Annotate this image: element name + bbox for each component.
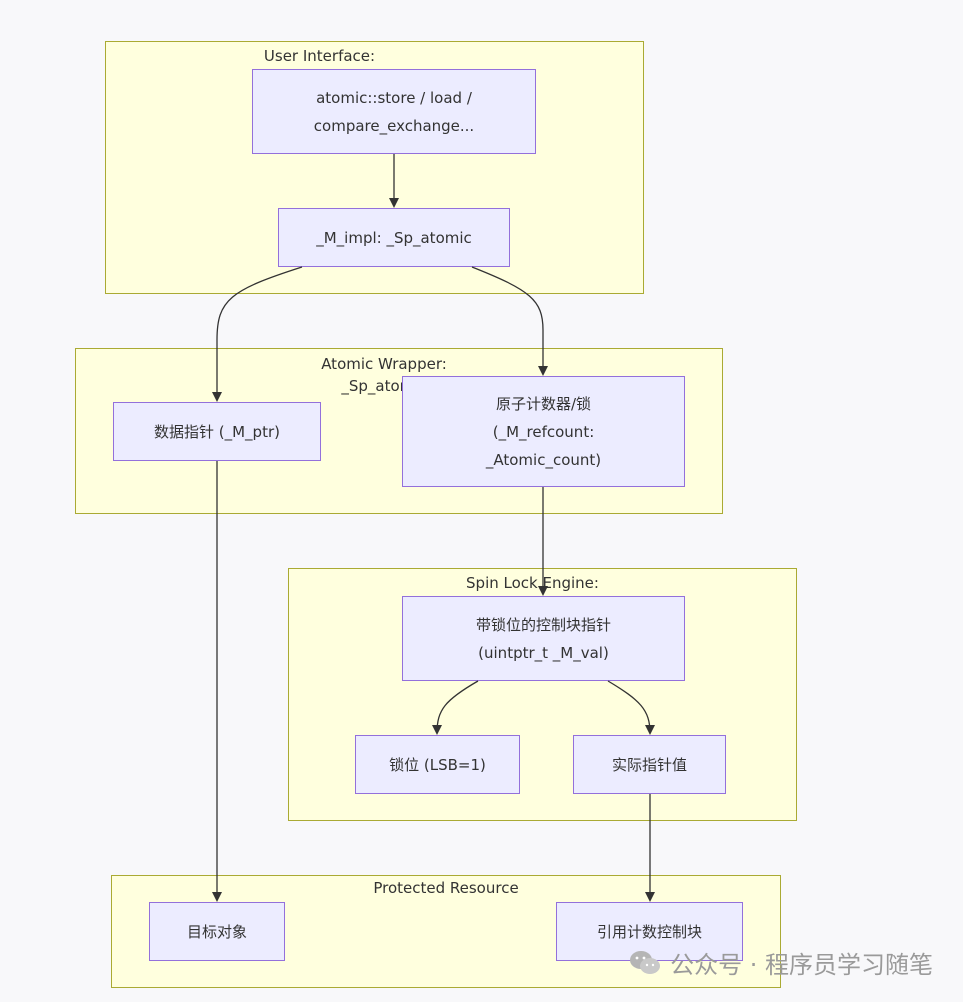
cluster-title-protected: Protected Resource <box>373 879 519 897</box>
node-text: 锁位 (LSB=1) <box>389 755 486 774</box>
node-data-pointer[interactable]: 数据指针 (_M_ptr) <box>113 402 321 461</box>
cluster-title-line-1: Atomic Wrapper: <box>321 355 447 373</box>
node-text-line: _Atomic_count) <box>485 450 602 469</box>
node-text-line: (uintptr_t _M_val) <box>478 643 609 662</box>
wechat-icon <box>630 950 661 974</box>
node-refcount-control-block[interactable]: 引用计数控制块 <box>556 902 743 961</box>
node-text-line: compare_exchange... <box>313 116 475 135</box>
watermark-text: 公众号 · 程序员学习随笔 <box>670 951 933 979</box>
node-lock-bit[interactable]: 锁位 (LSB=1) <box>355 735 520 794</box>
node-atomic-api[interactable]: atomic::store / load / compare_exchange.… <box>252 69 536 154</box>
cluster-title-spin-lock: Spin Lock Engine: <box>466 574 599 592</box>
node-text: 数据指针 (_M_ptr) <box>154 422 280 441</box>
node-text-line: 带锁位的控制块指针 <box>475 615 611 634</box>
watermark: 公众号 · 程序员学习随笔 <box>628 945 933 980</box>
node-text-line: 原子计数器/锁 <box>495 394 592 413</box>
node-text: _M_impl: _Sp_atomic <box>316 228 472 247</box>
node-actual-pointer[interactable]: 实际指针值 <box>573 735 726 794</box>
node-atomic-refcount[interactable]: 原子计数器/锁 (_M_refcount: _Atomic_count) <box>402 376 685 487</box>
node-m-impl[interactable]: _M_impl: _Sp_atomic <box>278 208 510 267</box>
node-text: 实际指针值 <box>611 755 687 774</box>
node-text-line: (_M_refcount: <box>492 422 595 441</box>
cluster-title-user-interface: User Interface: <box>263 47 376 65</box>
node-control-block-pointer[interactable]: 带锁位的控制块指针 (uintptr_t _M_val) <box>402 596 685 681</box>
node-text: 目标对象 <box>186 922 247 941</box>
node-text: 引用计数控制块 <box>596 922 702 941</box>
node-target-object[interactable]: 目标对象 <box>149 902 285 961</box>
node-text-line: atomic::store / load / <box>316 88 472 107</box>
